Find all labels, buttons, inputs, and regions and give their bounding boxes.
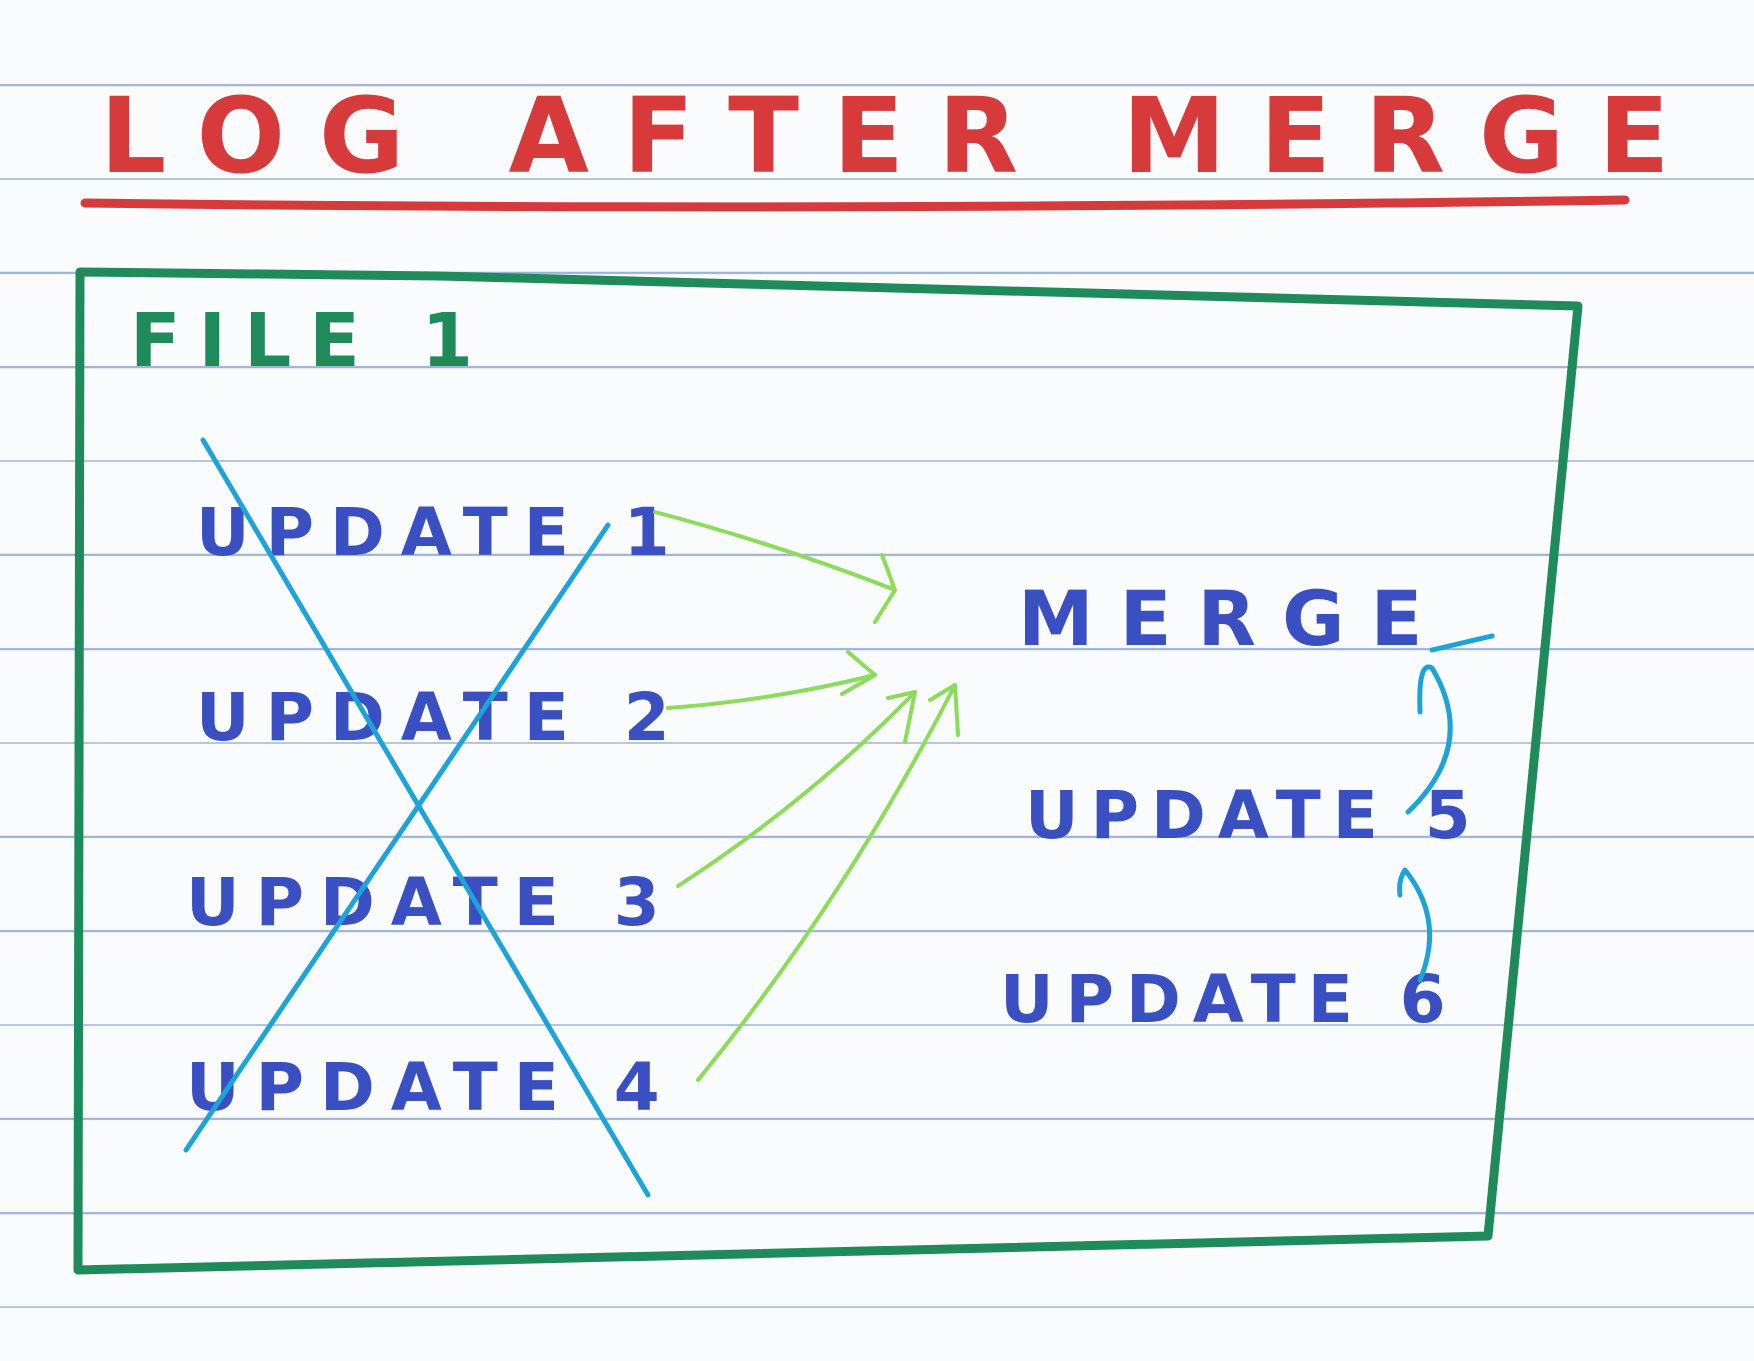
merge-tick-mark (1429, 633, 1495, 653)
update-4-label: UPDATE 4 (186, 1049, 676, 1126)
file-label: FILE 1 (130, 298, 491, 384)
title-underline (80, 195, 1630, 212)
chain-arrows (1397, 633, 1495, 983)
arrowhead-1 (873, 553, 897, 624)
crossed-updates-group: UPDATE 1 UPDATE 2 UPDATE 3 UPDATE 4 (186, 494, 686, 1126)
arrowhead-4 (928, 683, 960, 737)
arrowhead-2 (840, 650, 877, 696)
arrow-update-5-to-merge (1405, 664, 1453, 815)
arrow-update-2-to-merge (666, 673, 877, 710)
update-3-label: UPDATE 3 (186, 864, 676, 941)
update-2-label: UPDATE 2 (196, 679, 686, 756)
arrow-update-6-to-update-5 (1397, 867, 1433, 983)
cross-line-up (183, 522, 611, 1153)
arrow-update-4-to-merge (696, 683, 957, 1082)
arrow-update-1-to-merge (653, 510, 897, 592)
update-1-label: UPDATE 1 (196, 494, 686, 571)
merge-arrows (653, 510, 960, 1082)
diagram-title: LOG AFTER MERGE (100, 75, 1703, 197)
cross-line-down (200, 437, 651, 1198)
update-6-label: UPDATE 6 (1000, 961, 1458, 1038)
merge-label: MERGE (1018, 574, 1448, 663)
arrow-update-3-to-merge (676, 690, 917, 888)
file-box (73, 267, 1583, 1275)
update-5-label: UPDATE 5 (1025, 777, 1483, 854)
arrowhead-3 (886, 690, 917, 744)
